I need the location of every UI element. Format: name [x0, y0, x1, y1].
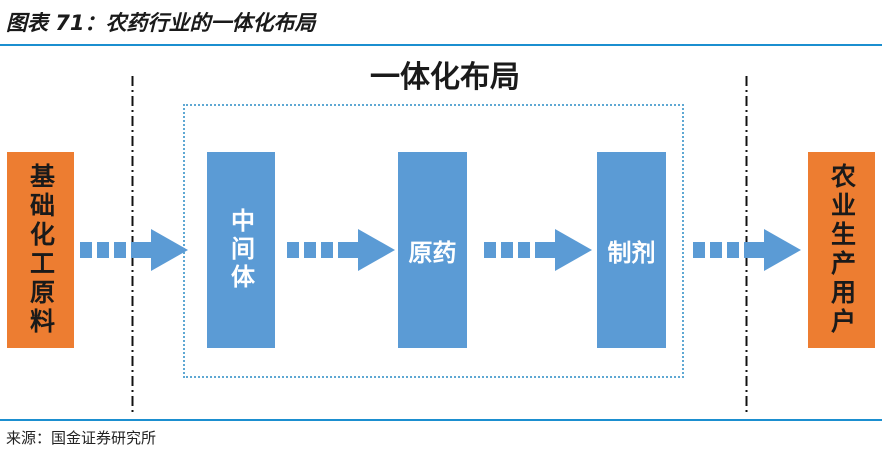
input-node: 基础化工原料 — [7, 152, 74, 348]
source-note: 来源：国金证券研究所 — [6, 429, 157, 447]
stage-node-technical: 原药 — [398, 152, 467, 348]
title-underline — [0, 44, 882, 46]
output-node: 农业生产用户 — [808, 152, 875, 348]
group-heading: 一体化布局 — [370, 60, 520, 95]
flow-arrow-3 — [484, 229, 592, 271]
footer-rule — [0, 419, 882, 421]
flow-arrow-1 — [80, 229, 188, 271]
stage-node-label: 中间体 — [226, 208, 255, 292]
stage-node-formulation: 制剂 — [597, 152, 666, 348]
figure-title: 图表 71：农药行业的一体化布局 — [6, 11, 316, 35]
input-node-label: 基础化工原料 — [26, 163, 56, 337]
flow-arrow-4 — [693, 229, 801, 271]
integration-frame — [183, 104, 684, 378]
output-node-label: 农业生产用户 — [827, 163, 857, 337]
stage-node-label: 原药 — [408, 238, 457, 267]
stage-node-label: 制剂 — [607, 238, 656, 267]
flow-arrow-2 — [287, 229, 395, 271]
stage-node-intermediate: 中间体 — [207, 152, 275, 348]
